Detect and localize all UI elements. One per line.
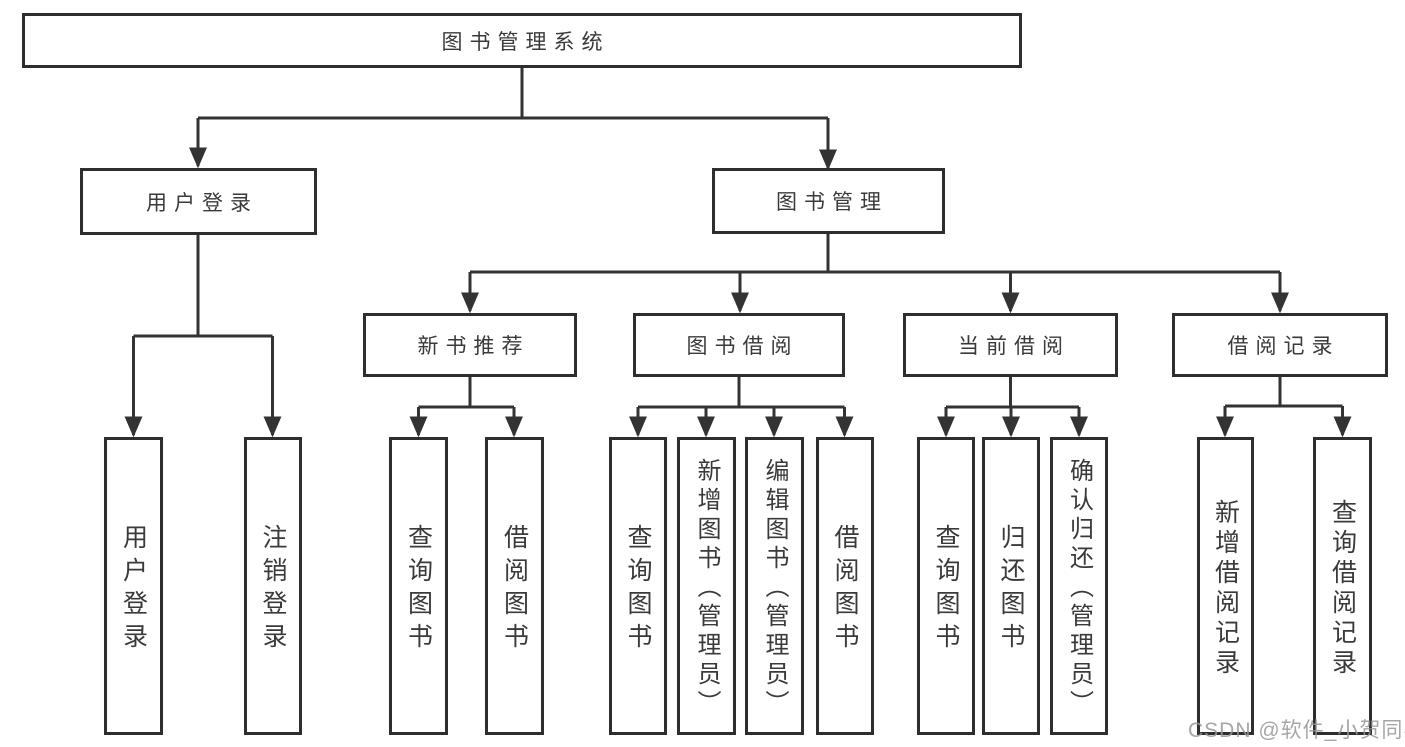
node-user-login: 用户登录 <box>80 168 317 235</box>
leaf-cb-return-books-label: 归还图书 <box>997 524 1025 656</box>
leaf-br-add-record-label: 新增借阅记录 <box>1211 498 1240 679</box>
node-borrow-records: 借阅记录 <box>1172 313 1388 377</box>
leaf-bb-query-books-label: 查询图书 <box>624 524 652 656</box>
leaf-nb-borrow-books: 借阅图书 <box>485 437 544 735</box>
node-book-borrowing-label: 图书借阅 <box>686 335 799 358</box>
leaf-cb-confirm-return-admin-label: 确认归还（管理员） <box>1065 458 1093 719</box>
leaf-bb-borrow-books: 借阅图书 <box>816 437 874 735</box>
node-book-borrowing: 图书借阅 <box>633 313 845 377</box>
leaf-br-query-record-label: 查询借阅记录 <box>1328 498 1357 679</box>
leaf-bb-edit-books-admin-label: 编辑图书（管理员） <box>761 458 788 719</box>
leaf-logout-label: 注销登录 <box>259 524 287 656</box>
node-new-book-recommend-label: 新书推荐 <box>417 335 530 358</box>
node-borrow-records-label: 借阅记录 <box>1227 335 1340 358</box>
watermark: CSDN @软件_小贺同学 <box>1188 719 1405 742</box>
connector-trunk-lines <box>133 68 1343 409</box>
node-new-book-recommend: 新书推荐 <box>363 313 577 377</box>
leaf-user-login: 用户登录 <box>104 437 163 735</box>
node-book-management-label: 图书管理 <box>776 191 888 214</box>
leaf-bb-add-books-admin-label: 新增图书（管理员） <box>693 458 720 719</box>
leaf-cb-return-books: 归还图书 <box>982 437 1040 735</box>
leaf-user-login-label: 用户登录 <box>119 524 148 656</box>
leaf-bb-query-books: 查询图书 <box>609 437 667 735</box>
leaf-cb-query-books: 查询图书 <box>917 437 975 735</box>
node-current-borrowing: 当前借阅 <box>903 313 1118 377</box>
leaf-cb-query-books-label: 查询图书 <box>932 524 960 656</box>
node-root: 图书管理系统 <box>22 13 1022 68</box>
leaf-nb-borrow-books-label: 借阅图书 <box>500 524 529 656</box>
leaf-br-add-record: 新增借阅记录 <box>1197 437 1254 735</box>
node-user-login-label: 用户登录 <box>146 191 258 215</box>
node-root-label: 图书管理系统 <box>441 30 610 54</box>
leaf-nb-query-books-label: 查询图书 <box>404 524 433 656</box>
leaf-cb-confirm-return-admin: 确认归还（管理员） <box>1050 437 1108 735</box>
leaf-br-query-record: 查询借阅记录 <box>1313 437 1372 735</box>
leaf-bb-borrow-books-label: 借阅图书 <box>831 524 859 656</box>
leaf-bb-add-books-admin: 新增图书（管理员） <box>677 437 736 735</box>
leaf-logout: 注销登录 <box>244 437 302 735</box>
node-current-borrowing-label: 当前借阅 <box>958 335 1070 358</box>
leaf-nb-query-books: 查询图书 <box>389 437 448 735</box>
node-book-management: 图书管理 <box>712 168 945 234</box>
leaf-bb-edit-books-admin: 编辑图书（管理员） <box>745 437 804 735</box>
